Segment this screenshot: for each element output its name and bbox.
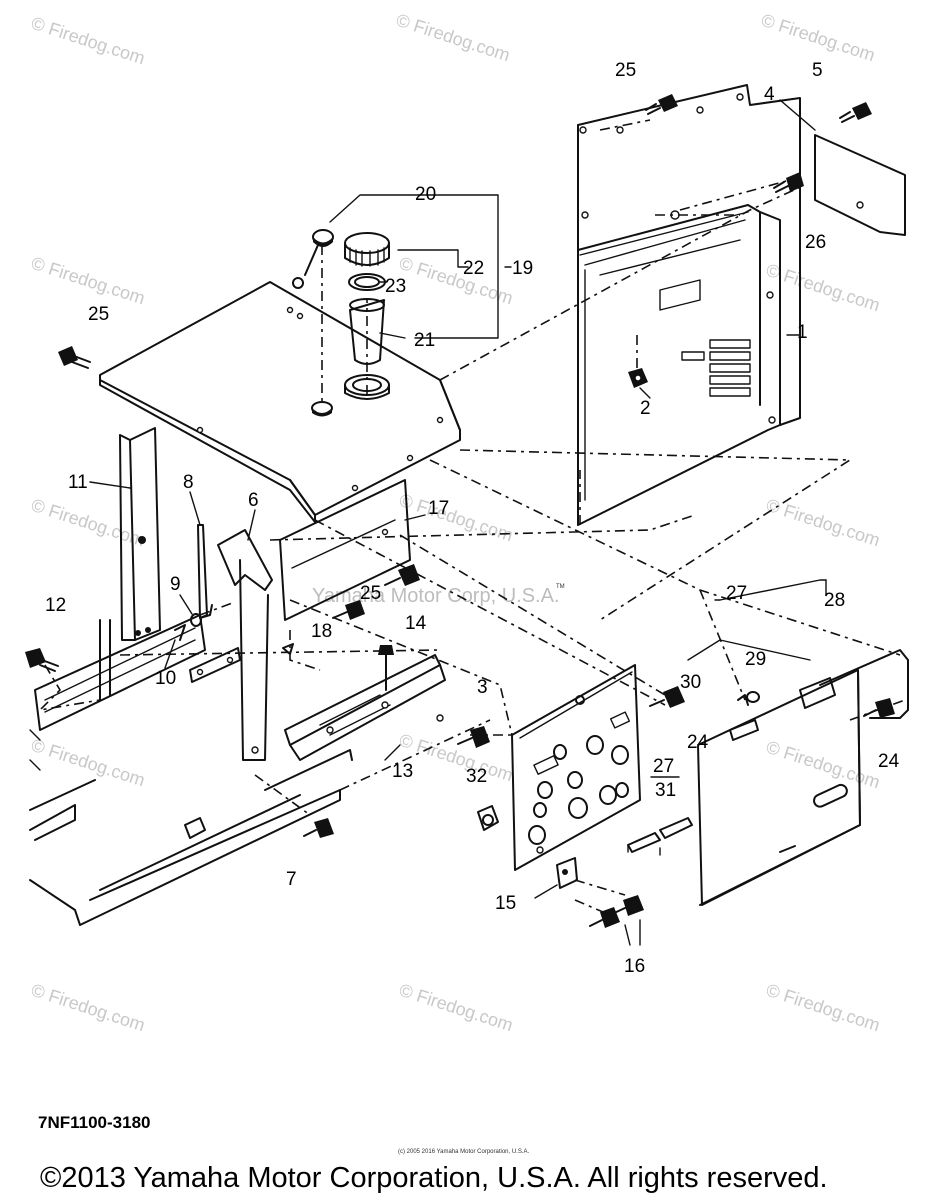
vent-grille (681, 339, 751, 397)
callout-13: 13 (392, 761, 413, 782)
callout-28: 28 (824, 590, 845, 611)
bolt-3 (457, 726, 490, 748)
watermark-text: © Firedog.com (764, 980, 883, 1036)
bolt-25-mid (384, 564, 420, 586)
bolt-12 (25, 648, 59, 672)
callout-6: 6 (248, 490, 259, 511)
fasteners (25, 94, 895, 928)
callout-7: 7 (286, 869, 297, 890)
clip-30 (737, 694, 749, 706)
bolt-5 (839, 102, 872, 123)
watermark-text: © Firedog.com (759, 10, 878, 66)
leader-lines (329, 194, 512, 339)
callout-25-top: 25 (615, 60, 636, 81)
callout-5: 5 (812, 60, 823, 81)
watermark-text: © Firedog.com (29, 13, 148, 69)
callouts: 1 2 3 4 5 6 7 8 9 10 11 12 13 14 15 16 1… (45, 60, 900, 977)
diagram-code: 7NF1100-3180 (38, 1113, 150, 1132)
watermark-text: © Firedog.com (764, 260, 883, 316)
watermark-text: © Firedog.com (29, 495, 148, 551)
callout-12: 12 (45, 595, 66, 616)
callout-25-mid: 25 (360, 583, 381, 604)
callout-29: 29 (745, 649, 766, 670)
small-print: (c) 2005 2016 Yamaha Motor Corporation, … (398, 1149, 530, 1155)
callout-27: 27 (726, 583, 747, 604)
copyright-notice: ©2013 Yamaha Motor Corporation, U.S.A. A… (40, 1162, 828, 1194)
watermark-text: © Firedog.com (29, 253, 148, 309)
watermark-text: © Firedog.com (764, 495, 883, 551)
callout-27-alt: 27 (653, 756, 674, 777)
watermark-center: Yamaha Motor Corp, U.S.A. (312, 585, 560, 607)
bolt-24-panel (649, 686, 685, 708)
callout-32: 32 (466, 766, 487, 787)
bolt-25-top (645, 94, 678, 115)
watermark-text: © Firedog.com (29, 980, 148, 1036)
top-cover (99, 281, 461, 523)
callout-20: 20 (415, 184, 436, 205)
fuel-cap-assembly (292, 229, 390, 417)
label-leaders (89, 99, 827, 946)
callout-17: 17 (428, 498, 449, 519)
callout-2: 2 (640, 398, 651, 419)
callout-22: 22 (463, 258, 484, 279)
watermark-text: © Firedog.com (394, 10, 513, 66)
callout-26: 26 (805, 232, 826, 253)
bolt-26 (773, 172, 804, 193)
callout-24-panel: 24 (687, 732, 709, 753)
watermark-text: © Firedog.com (397, 730, 516, 786)
callout-18: 18 (311, 621, 332, 642)
callout-9: 9 (170, 574, 181, 595)
bolt-7 (303, 818, 334, 838)
bolt-18 (332, 600, 365, 620)
watermark-text: © Firedog.com (29, 735, 148, 791)
callout-23: 23 (385, 276, 406, 297)
watermark-tm: TM (556, 584, 565, 590)
callout-31: 31 (655, 780, 676, 801)
callout-8: 8 (183, 472, 194, 493)
washer-29 (746, 691, 760, 703)
assembly-lines (37, 119, 906, 916)
callout-25-left: 25 (88, 304, 109, 325)
callout-21: 21 (414, 330, 435, 351)
callout-16: 16 (624, 956, 645, 977)
side-plate (814, 134, 906, 236)
label-plate (279, 479, 411, 621)
side-door (627, 649, 909, 906)
left-frame (29, 427, 353, 926)
callout-11: 11 (68, 472, 88, 493)
nut-2 (628, 368, 648, 388)
callout-15: 15 (495, 893, 516, 914)
callout-19: 19 (512, 258, 533, 279)
bolts-16 (589, 895, 644, 928)
callout-14: 14 (405, 613, 427, 634)
bolt-25-left (58, 346, 91, 369)
callout-1: 1 (797, 322, 808, 343)
watermark-text: © Firedog.com (397, 980, 516, 1036)
callout-30: 30 (680, 672, 701, 693)
support-bracket (284, 645, 446, 761)
rear-panel (577, 84, 801, 526)
callout-24-door: 24 (878, 751, 900, 772)
watermark-text: © Firedog.com (764, 737, 883, 793)
callout-3: 3 (477, 677, 488, 698)
callout-10: 10 (155, 668, 176, 689)
bolt-24-door (863, 698, 895, 718)
callout-4: 4 (764, 84, 775, 105)
screw-small (282, 643, 294, 655)
